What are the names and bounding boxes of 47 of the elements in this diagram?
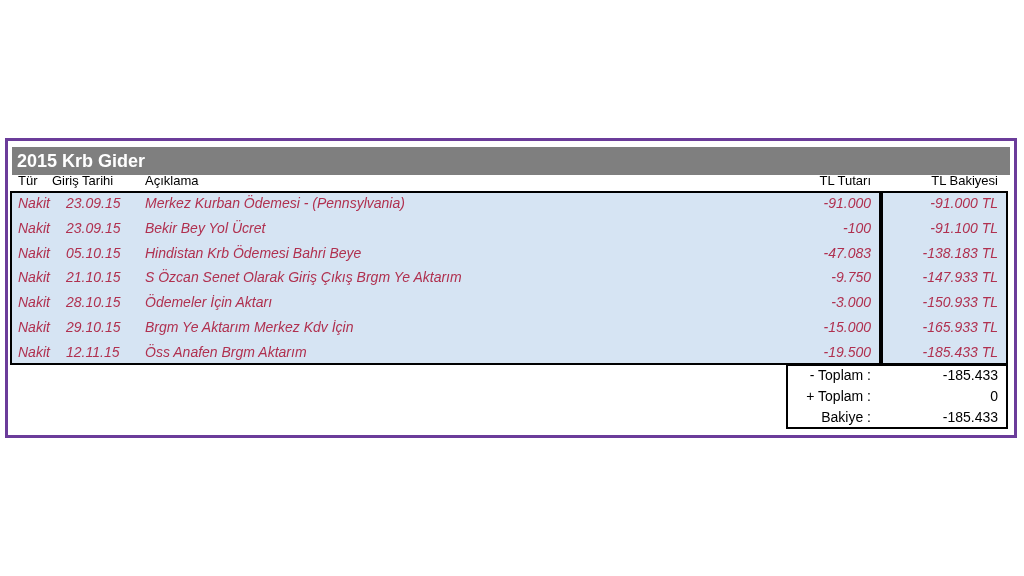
table-cell-text: 23.09.15 bbox=[66, 194, 122, 212]
table-cell: Nakit bbox=[18, 318, 52, 336]
column-header: TL Bakiyesi bbox=[930, 173, 998, 189]
table-cell-text: Hindistan Krb Ödemesi Bahri Beye bbox=[145, 243, 363, 262]
table-cell-text: Merkez Kurban Ödemesi - (Pennsylvania) bbox=[145, 194, 406, 212]
table-cell-text: Öss Anafen Brgm Aktarım bbox=[145, 342, 308, 361]
table-cell-text: -185.433 TL bbox=[921, 342, 998, 361]
table-cell-text: 12.11.15 bbox=[66, 342, 121, 361]
table-cell-text: 28.10.15 bbox=[66, 293, 122, 312]
title-bar: 2015 Krb Gider bbox=[12, 147, 1010, 175]
table-cell-text: -100 bbox=[841, 218, 871, 237]
table-cell-text: 23.09.15 bbox=[66, 218, 122, 237]
table-cell: Nakit bbox=[18, 194, 52, 212]
table-cell-text: Bekir Bey Yol Ücret bbox=[145, 218, 267, 237]
table-cell-text: -9.750 bbox=[830, 268, 871, 287]
column-header: TL Tutarı bbox=[818, 173, 871, 189]
table-cell-text: 0 bbox=[989, 387, 998, 405]
column-header: Açıklama bbox=[145, 173, 200, 189]
table-cell-text: -91.000 TL bbox=[929, 194, 998, 212]
table-cell-text: Brgm Ye Aktarım Merkez Kdv İçin bbox=[145, 318, 355, 336]
table-cell-text: -185.433 bbox=[941, 366, 998, 384]
table-cell: Nakit bbox=[18, 268, 52, 287]
table-cell-text: -150.933 TL bbox=[921, 293, 998, 312]
table-cell: Nakit bbox=[18, 342, 52, 361]
table-cell-text: - Toplam : bbox=[808, 366, 871, 384]
table-cell-text: -91.000 bbox=[822, 194, 871, 212]
table-cell-text: -165.933 TL bbox=[921, 318, 998, 336]
table-cell-text: 21.10.15 bbox=[66, 268, 122, 287]
column-header: Giriş Tarihi bbox=[52, 173, 115, 189]
table-cell-text: -138.183 TL bbox=[921, 243, 998, 262]
table-cell: Nakit bbox=[18, 218, 52, 237]
table-cell-text: Bakiye : bbox=[820, 408, 871, 426]
table-cell: Nakit bbox=[18, 293, 52, 312]
table-cell: Nakit bbox=[18, 243, 52, 262]
table-cell-text: 29.10.15 bbox=[66, 318, 122, 336]
table-cell-text: Ödemeler İçin Aktarı bbox=[145, 293, 274, 312]
table-cell-text: + Toplam : bbox=[805, 387, 871, 405]
table-cell-text: -147.933 TL bbox=[921, 268, 998, 287]
table-cell-text: -15.000 bbox=[822, 318, 871, 336]
table-cell-text: -19.500 bbox=[822, 342, 871, 361]
table-cell-text: -91.100 TL bbox=[929, 218, 998, 237]
table-cell-text: S Özcan Senet Olarak Giriş Çıkış Brgm Ye Aktarım bbox=[145, 268, 463, 287]
table-cell-text: 05.10.15 bbox=[66, 243, 122, 262]
table-cell-text: -185.433 bbox=[941, 408, 998, 426]
table-cell-text: -47.083 bbox=[822, 243, 871, 262]
column-header: Tür bbox=[18, 173, 39, 189]
table-cell-text: -3.000 bbox=[830, 293, 871, 312]
